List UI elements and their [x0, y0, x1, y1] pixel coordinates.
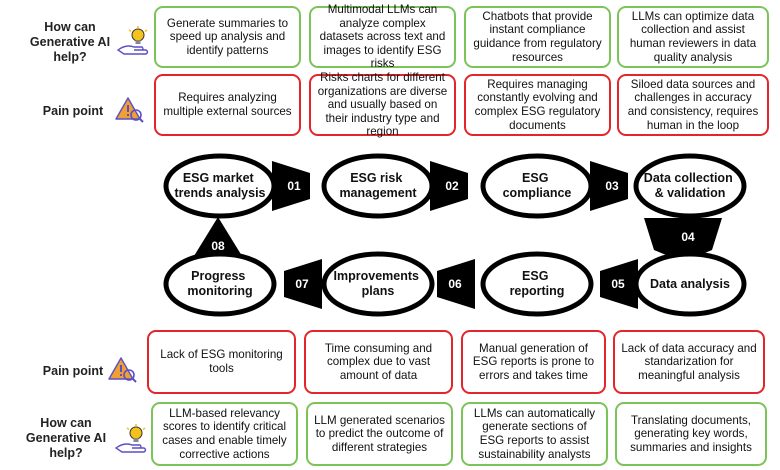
stage-label-data-collection-validation: Data collection & validation	[644, 171, 736, 200]
stage-label-improvements-plans: Improvements plans	[334, 269, 423, 298]
top-pain-box-4: Siloed data sources and challenges in ac…	[617, 74, 769, 136]
stage-label-esg-risk-management: ESG risk management	[339, 171, 417, 200]
bottom-help-box-2: LLM generated scenarios to predict the o…	[306, 402, 453, 466]
hand-lightbulb-icon	[114, 424, 148, 459]
bottom-help-box-4: Translating documents, generating key wo…	[615, 402, 767, 466]
bottom-pain-box-4: Lack of data accuracy and standarization…	[613, 330, 765, 394]
step-arrow-08	[194, 217, 242, 256]
step-number-08: 08	[211, 239, 225, 253]
stage-oval-esg-risk-management	[321, 153, 435, 219]
step-arrow-03	[590, 161, 628, 211]
pain-label-bottom: Pain point	[42, 364, 104, 378]
step-number-02: 02	[445, 179, 459, 193]
top-pain-box-3: Requires managing constantly evolving an…	[464, 74, 611, 136]
step-arrow-01	[272, 161, 310, 211]
stage-label-esg-reporting: ESG reporting	[510, 269, 565, 298]
stage-oval-esg-market-trends-analysis	[163, 153, 277, 219]
help-label-bottom: How can Generative AI help?	[25, 416, 107, 460]
top-pain-box-1: Requires analyzing multiple external sou…	[154, 74, 301, 136]
top-help-box-2: Multimodal LLMs can analyze complex data…	[309, 3, 456, 70]
stage-label-progress-monitoring: Progress monitoring	[187, 269, 252, 298]
warning-magnifier-icon	[115, 95, 145, 130]
top-pain-box-2: Risks charts for different organizations…	[309, 71, 456, 138]
step-arrow-04	[644, 218, 722, 262]
top-help-box-3: Chatbots that provide instant compliance…	[464, 6, 611, 68]
step-arrow-06	[437, 259, 475, 309]
bottom-pain-box-2: Time consuming and complex due to vast a…	[304, 330, 453, 394]
top-help-box-4: LLMs can optimize data collection and as…	[617, 6, 769, 68]
bottom-pain-box-1: Lack of ESG monitoring tools	[147, 330, 296, 394]
step-arrow-07	[284, 259, 322, 309]
help-label-top: How can Generative AI help?	[29, 20, 111, 64]
stage-oval-data-collection-validation	[633, 153, 747, 219]
hand-lightbulb-icon	[116, 26, 150, 61]
stage-oval-esg-compliance	[480, 153, 594, 219]
stage-oval-progress-monitoring	[163, 251, 277, 317]
stage-oval-improvements-plans	[321, 251, 435, 317]
step-number-05: 05	[611, 277, 625, 291]
stage-label-esg-market-trends-analysis: ESG market trends analysis	[174, 171, 265, 200]
step-number-03: 03	[605, 179, 619, 193]
step-number-01: 01	[287, 179, 301, 193]
stage-oval-data-analysis	[633, 251, 747, 317]
bottom-help-box-3: LLMs can automatically generate sections…	[461, 402, 608, 466]
pain-label-top: Pain point	[42, 104, 104, 118]
step-arrow-02	[430, 161, 468, 211]
top-help-box-1: Generate summaries to speed up analysis …	[154, 6, 301, 68]
stage-label-data-analysis: Data analysis	[650, 277, 730, 291]
step-number-07: 07	[295, 277, 309, 291]
bottom-help-box-1: LLM-based relevancy scores to identify c…	[151, 402, 298, 466]
step-number-04: 04	[681, 230, 695, 244]
warning-magnifier-icon	[108, 355, 138, 390]
stage-oval-esg-reporting	[480, 251, 594, 317]
stage-label-esg-compliance: ESG compliance	[503, 171, 572, 200]
step-arrow-05	[600, 259, 638, 309]
bottom-pain-box-3: Manual generation of ESG reports is pron…	[461, 330, 606, 394]
step-number-06: 06	[448, 277, 462, 291]
